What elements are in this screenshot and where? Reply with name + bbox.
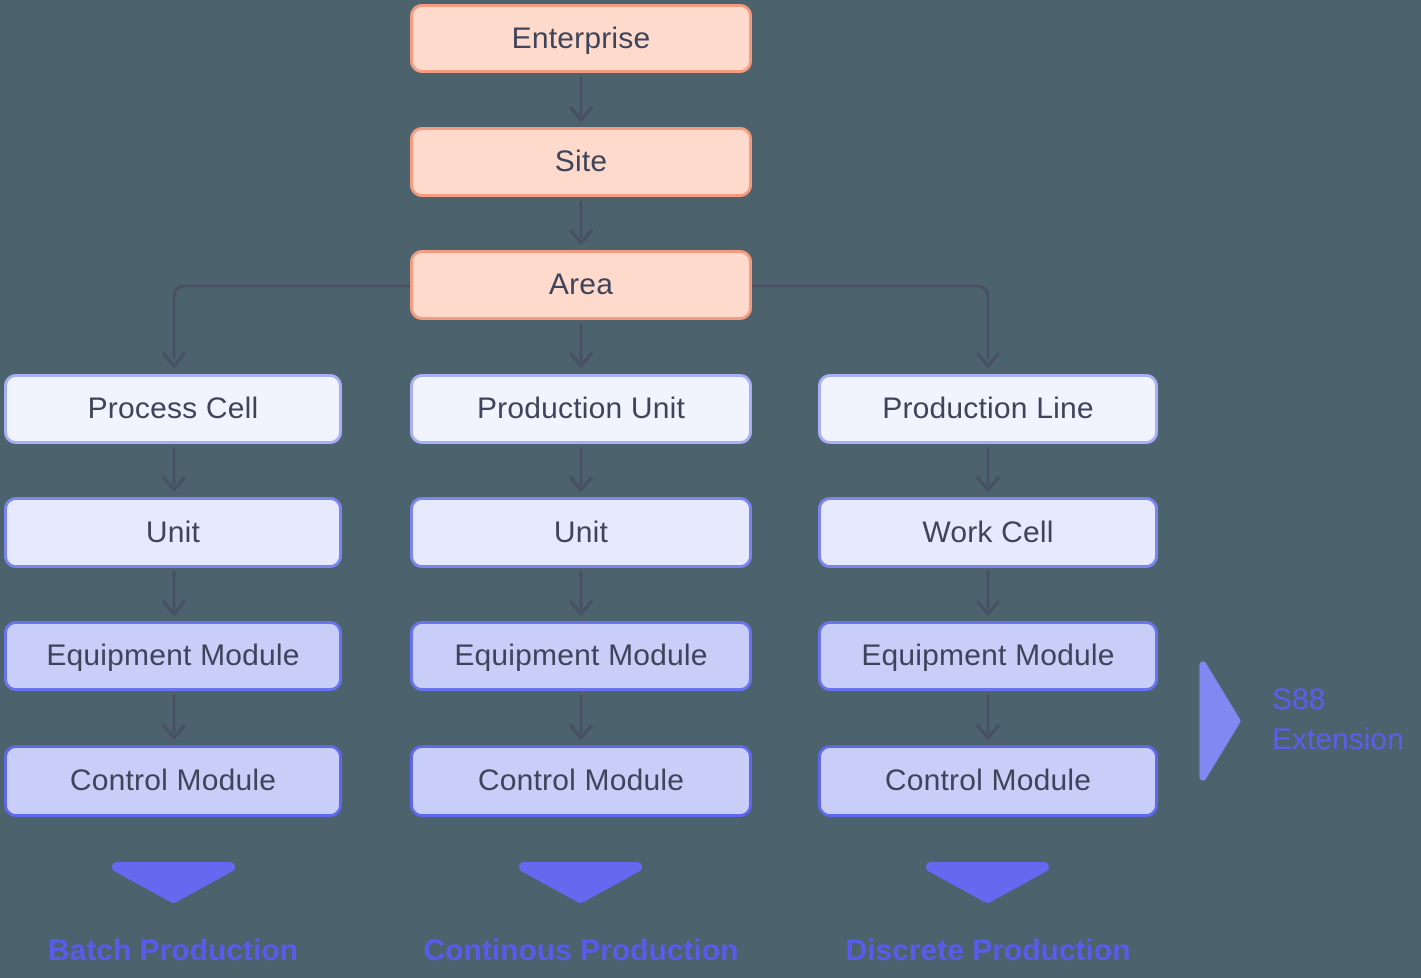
node-unit-batch-label: Unit: [145, 515, 201, 549]
node-unit-continuous: Unit: [410, 497, 752, 568]
footer-continous-production: Continous Production: [423, 934, 739, 967]
footer-discrete-production: Discrete Production: [845, 934, 1131, 967]
arrow-area-middle: [569, 323, 593, 368]
node-area-label: Area: [548, 268, 614, 301]
node-production-unit-label: Production Unit: [476, 392, 686, 425]
arrow-unit-equipment-batch: [162, 570, 186, 616]
node-equipment-module-continuous: Equipment Module: [410, 621, 752, 691]
down-arrow-icon-batch: [112, 862, 235, 903]
node-site: Site: [410, 127, 752, 197]
node-equipment-module-continuous-label: Equipment Module: [454, 639, 708, 672]
node-control-module-discrete: Control Module: [818, 745, 1158, 817]
connector-area-right: [750, 284, 1000, 368]
node-unit-batch: Unit: [4, 497, 342, 568]
arrow-equipment-control-batch: [162, 694, 186, 740]
node-production-line-label: Production Line: [882, 392, 1094, 425]
down-arrow-icon-discrete: [926, 862, 1049, 903]
arrow-process-cell-unit: [162, 447, 186, 492]
node-unit-continuous-label: Unit: [553, 515, 609, 549]
s88-extension-label: S88 Extension: [1272, 683, 1404, 756]
node-process-cell: Process Cell: [4, 374, 342, 444]
node-production-unit: Production Unit: [410, 374, 752, 444]
node-site-label: Site: [554, 145, 608, 178]
footer-batch-production: Batch Production: [47, 934, 298, 967]
arrow-unit-equipment-continuous: [569, 570, 593, 616]
node-control-module-batch: Control Module: [4, 745, 342, 817]
node-control-module-discrete-label: Control Module: [884, 764, 1092, 797]
arrow-work-cell-equipment: [976, 570, 1000, 616]
down-arrow-icon-continuous: [519, 862, 642, 903]
node-equipment-module-discrete-label: Equipment Module: [861, 639, 1115, 672]
arrow-production-unit-unit: [569, 447, 593, 492]
node-process-cell-label: Process Cell: [87, 392, 259, 425]
node-area: Area: [410, 250, 752, 320]
arrow-site-area: [569, 200, 593, 245]
arrow-equipment-control-discrete: [976, 694, 1000, 740]
node-control-module-continuous: Control Module: [410, 745, 752, 817]
node-work-cell-label: Work Cell: [922, 515, 1054, 549]
node-enterprise-label: Enterprise: [511, 21, 651, 55]
right-arrow-icon-s88: [1199, 661, 1241, 781]
node-production-line: Production Line: [818, 374, 1158, 444]
node-equipment-module-batch-label: Equipment Module: [46, 639, 300, 672]
arrow-enterprise-site: [569, 76, 593, 122]
node-work-cell: Work Cell: [818, 497, 1158, 568]
node-equipment-module-batch: Equipment Module: [4, 621, 342, 691]
node-enterprise: Enterprise: [410, 4, 752, 73]
node-control-module-batch-label: Control Module: [69, 764, 277, 797]
node-equipment-module-discrete: Equipment Module: [818, 621, 1158, 691]
node-control-module-continuous-label: Control Module: [477, 764, 685, 797]
connector-area-left: [162, 284, 412, 368]
arrow-production-line-work-cell: [976, 447, 1000, 492]
arrow-equipment-control-continuous: [569, 694, 593, 740]
